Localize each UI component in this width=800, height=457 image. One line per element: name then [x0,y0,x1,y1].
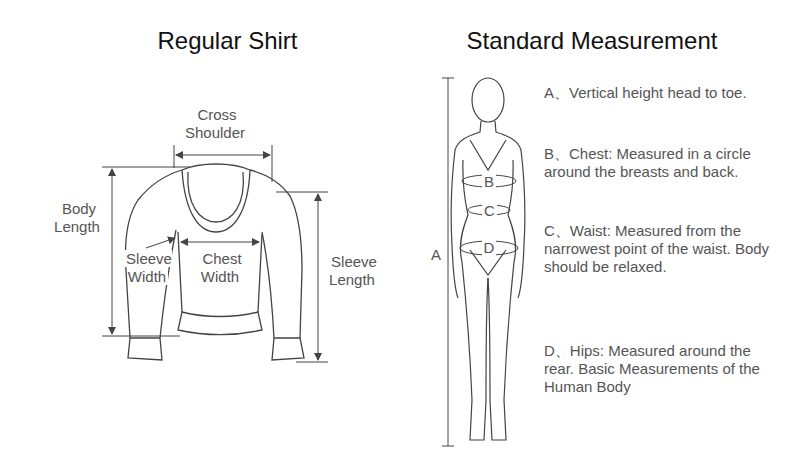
human-figure [451,78,525,440]
callout-letter: B [481,173,497,191]
callout-letter: D [481,239,497,257]
dimension-label: Cross Shoulder [176,106,256,142]
heading: Regular Shirt [140,26,315,56]
callout-letter: C [482,202,496,220]
measure-rings [442,78,518,446]
callout-letter: A [428,246,444,264]
dimension-label: Sleeve Width [118,250,178,286]
dimension-label: Body Length [46,200,110,236]
measure-note: A、Vertical height head to toe. [544,84,774,102]
dimension-label: Sleeve Length [320,253,386,289]
measure-note: C、Waist: Measured from the narrowest poi… [544,222,774,276]
measure-note: D、Hips: Measured around the rear. Basic … [544,342,784,396]
heading: Standard Measurement [432,26,752,56]
dimension-lines [102,145,328,362]
measure-note: B、Chest: Measured in a circle around the… [544,145,774,181]
dimension-label: Chest Width [192,250,250,286]
